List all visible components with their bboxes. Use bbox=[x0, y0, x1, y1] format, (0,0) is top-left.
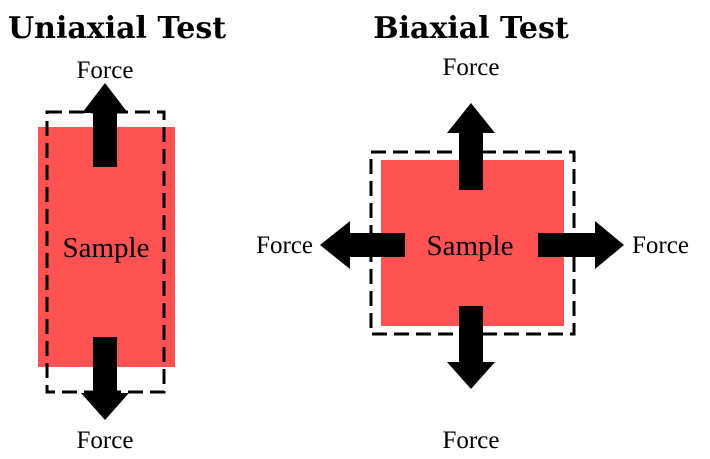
biaxial-title: Biaxial Test bbox=[373, 11, 569, 46]
biaxial-force-right-arrow-icon bbox=[538, 221, 624, 269]
uniaxial-title: Uniaxial Test bbox=[8, 11, 226, 46]
biaxial-force-left-arrow-icon bbox=[320, 221, 405, 269]
uniaxial-sample-label: Sample bbox=[63, 232, 150, 264]
uniaxial-force-down-arrow-icon bbox=[81, 337, 129, 420]
uniaxial-panel: Uniaxial Test Force Sample Force bbox=[8, 11, 226, 454]
uniaxial-force-top-label: Force bbox=[77, 57, 134, 84]
biaxial-force-down-arrow-icon bbox=[447, 306, 495, 389]
biaxial-force-top-label: Force bbox=[443, 54, 500, 81]
uniaxial-force-bottom-label: Force bbox=[77, 427, 134, 454]
biaxial-force-right-label: Force bbox=[632, 232, 689, 259]
biaxial-panel: Biaxial Test Force Sample Force Force Fo… bbox=[256, 11, 689, 454]
biaxial-force-up-arrow-icon bbox=[447, 103, 495, 190]
biaxial-sample-label: Sample bbox=[427, 230, 514, 262]
biaxial-force-left-label: Force bbox=[256, 232, 313, 259]
uniaxial-force-up-arrow-icon bbox=[82, 83, 128, 167]
biaxial-force-bottom-label: Force bbox=[443, 427, 500, 454]
